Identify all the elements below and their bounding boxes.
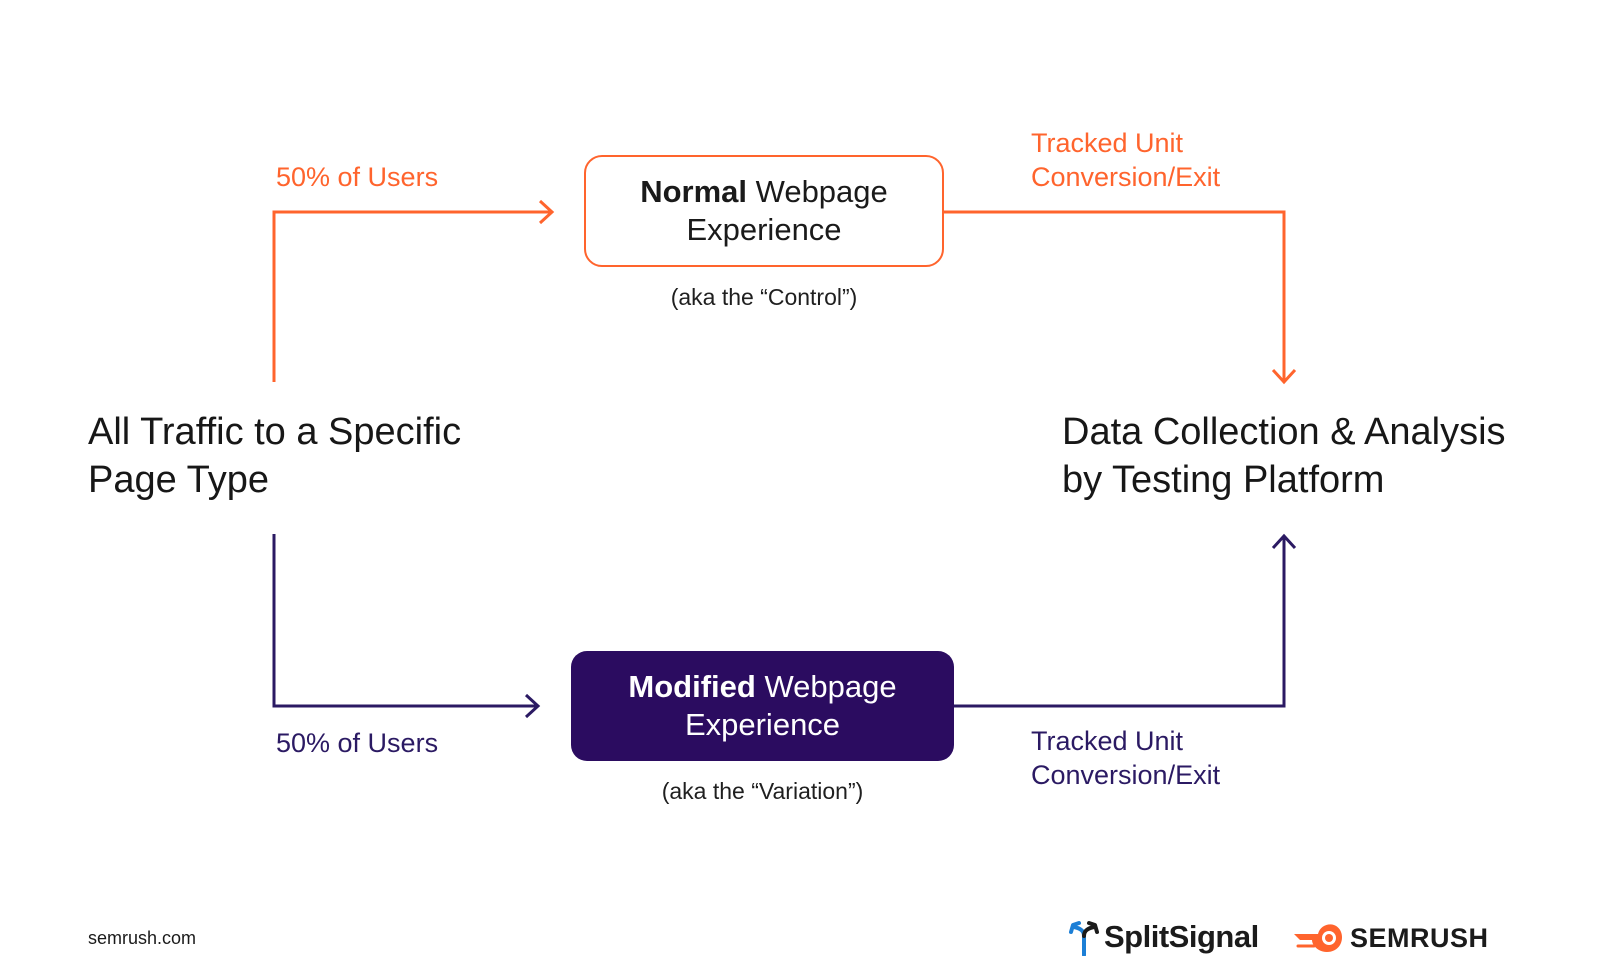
split-arrow-icon	[1069, 921, 1099, 956]
variation-tracked-line2: Conversion/Exit	[1031, 760, 1221, 790]
variation-tracked-label: Tracked Unit Conversion/Exit	[1031, 724, 1220, 792]
destination-title-line1: Data Collection & Analysis	[1062, 411, 1506, 453]
control-split-label: 50% of Users	[276, 162, 439, 192]
control-track-arrow	[944, 210, 1286, 382]
control-split-arrowhead	[538, 199, 555, 225]
control-box-line2: Experience	[686, 212, 842, 247]
variation-split-arrowhead	[524, 693, 541, 719]
control-box-line1: Normal Webpage	[640, 173, 888, 211]
control-track-arrowhead	[1271, 368, 1297, 385]
control-tracked-label: Tracked Unit Conversion/Exit	[1031, 126, 1220, 194]
variation-track-arrowhead	[1271, 533, 1297, 550]
variation-box-line1: Modified Webpage	[628, 668, 896, 706]
source-title-line1: All Traffic to a Specific	[88, 411, 462, 453]
destination-title-line2: by Testing Platform	[1062, 459, 1385, 501]
semrush-logo-text: SEMRUSH	[1350, 922, 1489, 953]
variation-aka: (aka the “Variation”)	[661, 778, 864, 804]
variation-track-arrow	[954, 536, 1286, 708]
splitsignal-logo-text: SplitSignal	[1104, 919, 1259, 954]
control-tracked-line1: Tracked Unit	[1031, 128, 1184, 158]
control-split-arrow	[272, 210, 552, 382]
variation-box-rest: Webpage	[755, 669, 897, 704]
variation-box-line2: Experience	[684, 707, 841, 742]
splitsignal-logo: SplitSignal	[1068, 918, 1259, 956]
control-aka: (aka the “Control”)	[670, 284, 858, 310]
footer-url: semrush.com	[88, 928, 197, 948]
source-node: All Traffic to a Specific Page Type	[88, 408, 461, 504]
control-tracked-line2: Conversion/Exit	[1031, 162, 1221, 192]
semrush-logo: SEMRUSH	[1292, 922, 1489, 954]
variation-box: Modified Webpage Experience	[571, 651, 954, 761]
variation-box-bold: Modified	[628, 669, 756, 704]
variation-tracked-line1: Tracked Unit	[1031, 726, 1184, 756]
variation-split-arrow	[272, 534, 538, 708]
variation-split-label: 50% of Users	[276, 728, 439, 758]
control-box-bold: Normal	[640, 174, 748, 209]
source-title-line2: Page Type	[88, 459, 270, 501]
control-box-rest: Webpage	[747, 174, 888, 209]
control-box: Normal Webpage Experience	[584, 155, 944, 267]
semrush-fireball-icon	[1294, 924, 1342, 953]
destination-node: Data Collection & Analysis by Testing Pl…	[1062, 408, 1506, 504]
